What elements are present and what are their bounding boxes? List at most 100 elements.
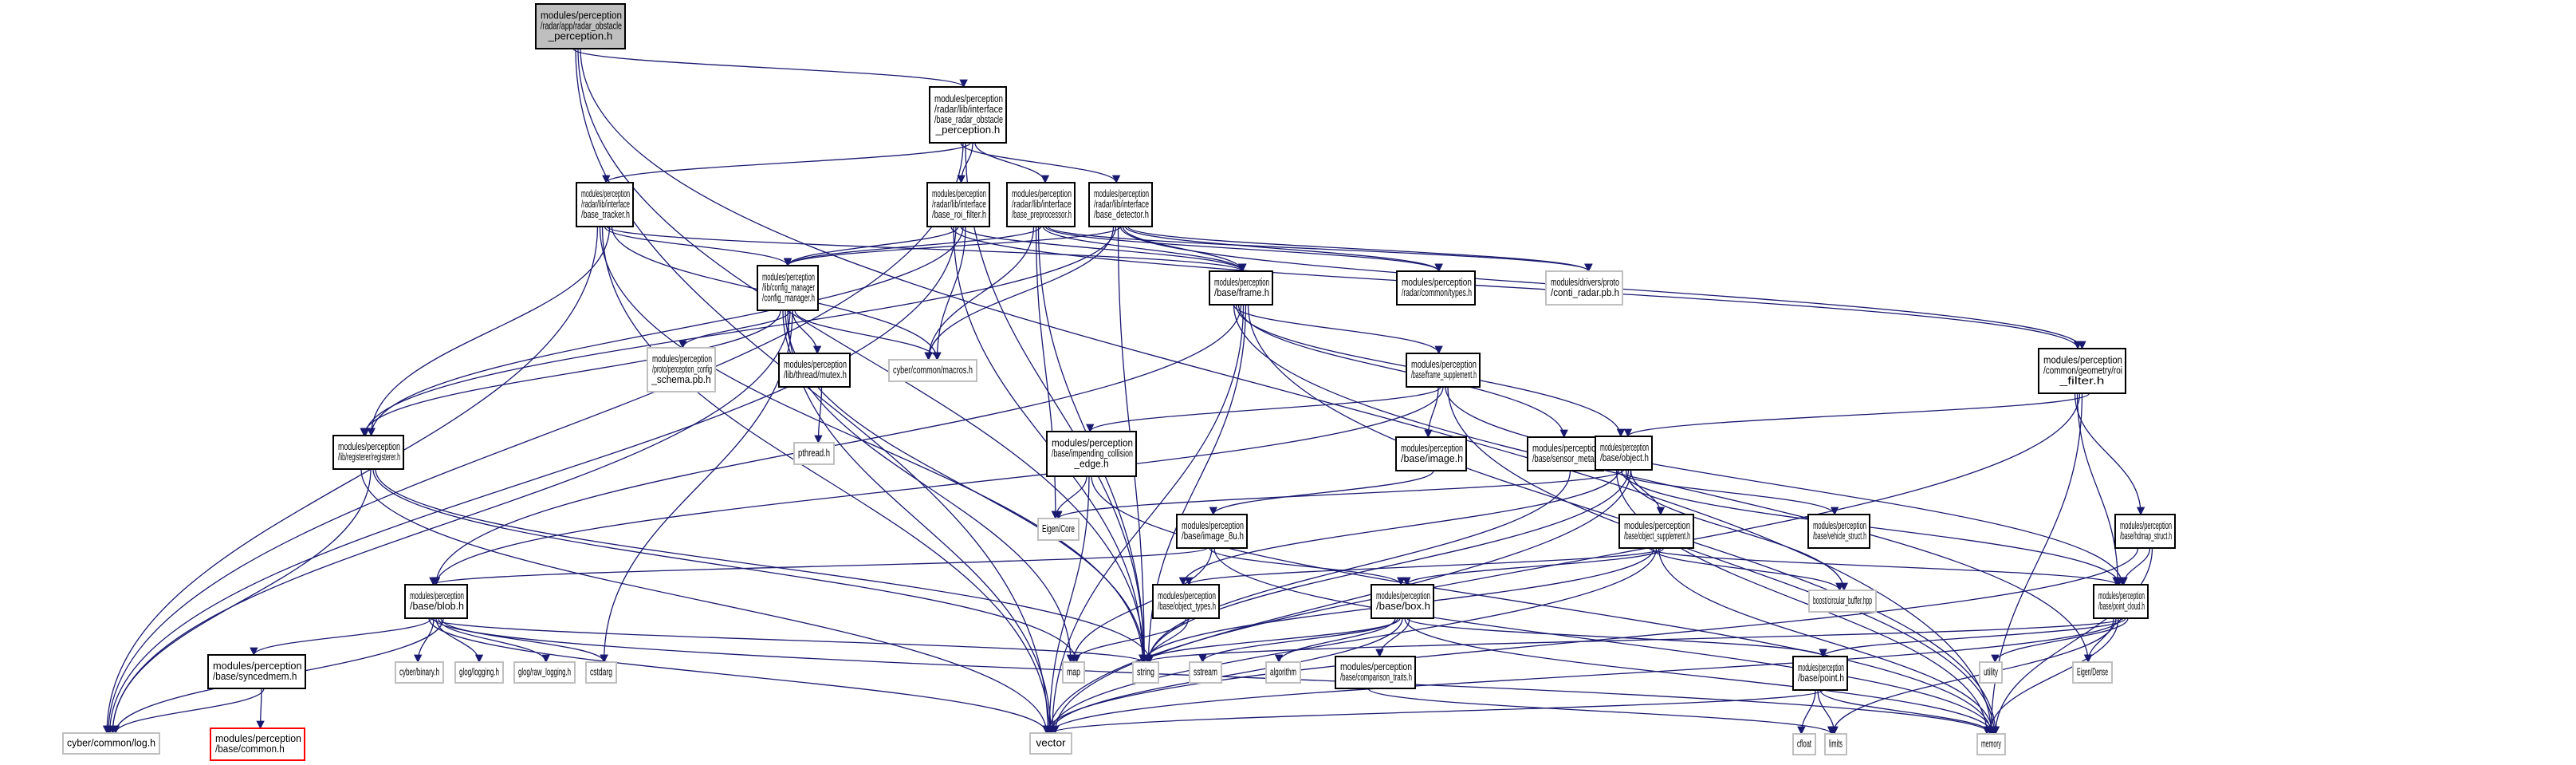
node-box[interactable] <box>395 661 444 684</box>
node-box[interactable] <box>2038 348 2126 394</box>
node-base-radar-obstacle-perception[interactable]: modules/perception/radar/lib/interface/b… <box>929 86 1007 144</box>
node-box[interactable] <box>1545 270 1623 306</box>
node-conti-radar[interactable]: modules/drivers/proto/conti_radar.pb.h <box>1545 270 1623 306</box>
node-sensor-meta[interactable]: modules/perception/base/sensor_meta.h <box>1527 436 1604 471</box>
node-box[interactable] <box>757 265 819 311</box>
node-box[interactable] <box>2093 584 2149 619</box>
node-macros[interactable]: cyber/common/macros.h <box>888 359 977 382</box>
node-blob[interactable]: modules/perception/base/blob.h <box>404 584 468 619</box>
node-roi-filter[interactable]: modules/perception/common/geometry/roi_f… <box>2038 348 2126 394</box>
node-box[interactable]: modules/perception/base/box.h <box>1371 584 1434 619</box>
node-box[interactable] <box>1371 584 1434 619</box>
node-hdmap-struct[interactable]: modules/perception/base/hdmap_struct.h <box>2114 514 2176 549</box>
node-box[interactable] <box>888 359 977 382</box>
node-object[interactable]: modules/perception/base/object.h <box>1595 436 1653 471</box>
node-glog-raw-logging[interactable]: glog/raw_logging.h <box>513 661 576 684</box>
node-box[interactable] <box>1062 661 1085 684</box>
node-box[interactable] <box>1807 514 1870 549</box>
node-box[interactable] <box>535 3 626 49</box>
node-box[interactable] <box>1046 431 1137 477</box>
node-box[interactable] <box>1006 182 1076 227</box>
node-frame[interactable]: modules/perception/base/frame.h <box>1209 270 1273 306</box>
node-box[interactable] <box>1527 436 1604 471</box>
node-box[interactable] <box>1189 661 1222 684</box>
node-box[interactable] <box>1808 590 1877 613</box>
node-eigen-core[interactable]: Eigen/Core <box>1037 518 1080 541</box>
node-box[interactable] <box>1976 733 2006 755</box>
node-eigen-dense[interactable]: Eigen/Dense <box>2072 661 2113 684</box>
node-box[interactable] <box>2072 661 2113 684</box>
node-box[interactable] <box>454 661 504 684</box>
node-memory[interactable]: memory <box>1976 733 2006 755</box>
node-perception-config-schema[interactable]: modules/perception/proto/perception_conf… <box>647 347 716 392</box>
node-base-tracker[interactable]: modules/perception/radar/lib/interface/b… <box>576 182 634 227</box>
node-box[interactable] <box>1618 514 1694 549</box>
node-cyber-binary[interactable]: cyber/binary.h <box>395 661 444 684</box>
node-root[interactable]: modules/perception/radar/app/radar_obsta… <box>535 3 626 49</box>
node-box[interactable] <box>1792 733 1816 755</box>
node-point[interactable]: modules/perception/base/point.h <box>1792 656 1848 691</box>
node-box[interactable] <box>1395 436 1467 471</box>
node-box[interactable] <box>2114 514 2176 549</box>
node-box[interactable] <box>332 435 404 470</box>
node-cstdarg[interactable]: cstdarg <box>585 661 617 684</box>
node-box[interactable] <box>1824 733 1847 755</box>
node-box[interactable] <box>929 86 1007 144</box>
node-string[interactable]: string <box>1132 661 1159 684</box>
node-comparison-traits[interactable]: modules/perception/base/comparison_trait… <box>1335 656 1416 689</box>
node-mutex[interactable]: modules/perception/lib/thread/mutex.h <box>778 353 851 388</box>
node-base-preprocessor[interactable]: modules/perception/radar/lib/interface/b… <box>1006 182 1076 227</box>
node-box[interactable] <box>1088 182 1153 227</box>
node-map[interactable]: map <box>1062 661 1085 684</box>
node-frame-supplement[interactable]: modules/perception/base/frame_supplement… <box>1406 353 1481 388</box>
node-pthread[interactable]: pthread.h <box>793 442 835 465</box>
node-box[interactable] <box>1396 270 1476 306</box>
node-box[interactable] <box>778 353 851 388</box>
node-vector[interactable]: vector <box>1029 732 1072 755</box>
node-cfloat[interactable]: cfloat <box>1792 733 1816 755</box>
node-box[interactable] <box>513 661 576 684</box>
node-box[interactable] <box>585 661 617 684</box>
node-box[interactable] <box>1037 518 1080 541</box>
node-box[interactable] <box>1176 514 1248 549</box>
node-algorithm[interactable]: algorithm <box>1265 661 1301 684</box>
node-box[interactable] <box>404 584 468 619</box>
node-vehicle-struct[interactable]: modules/perception/base/vehicle_struct.h <box>1807 514 1870 549</box>
node-syncedmem[interactable]: modules/perception/base/syncedmem.h <box>207 654 306 689</box>
node-base-roi-filter[interactable]: modules/perception/radar/lib/interface/b… <box>926 182 990 227</box>
node-image-8u[interactable]: modules/perception/base/image_8u.h <box>1176 514 1248 549</box>
node-point-cloud[interactable]: modules/perception/base/point_cloud.h <box>2093 584 2149 619</box>
node-box[interactable] <box>62 732 160 755</box>
node-box[interactable] <box>1209 270 1273 306</box>
node-box[interactable] <box>647 347 716 392</box>
node-box[interactable] <box>210 728 305 761</box>
node-image[interactable]: modules/perception/base/image.h <box>1395 436 1467 471</box>
node-box[interactable] <box>576 182 634 227</box>
node-glog-logging[interactable]: glog/logging.h <box>454 661 504 684</box>
node-log[interactable]: cyber/common/log.h <box>62 732 160 755</box>
node-object-supplement[interactable]: modules/perception/base/object_supplemen… <box>1618 514 1694 549</box>
node-box[interactable] <box>1595 436 1653 471</box>
node-object-types[interactable]: modules/perception/base/object_types.h <box>1152 584 1220 619</box>
node-box[interactable] <box>1132 661 1159 684</box>
node-impending-collision-edge[interactable]: modules/perception/base/impending_collis… <box>1046 431 1137 477</box>
node-box[interactable] <box>1335 656 1416 689</box>
node-registerer[interactable]: modules/perception/lib/registerer/regist… <box>332 435 404 470</box>
node-limits[interactable]: limits <box>1824 733 1847 755</box>
node-box[interactable] <box>793 442 835 465</box>
node-radar-types[interactable]: modules/perception/radar/common/types.h <box>1396 270 1476 306</box>
node-box[interactable] <box>1029 732 1072 755</box>
node-common[interactable]: modules/perception/base/common.h <box>210 728 305 761</box>
node-config-manager[interactable]: modules/perception/lib/config_manager/co… <box>757 265 819 311</box>
node-utility[interactable]: utility <box>1979 661 2003 684</box>
node-box[interactable] <box>1979 661 2003 684</box>
node-box[interactable] <box>1152 584 1220 619</box>
node-box[interactable] <box>1792 656 1848 691</box>
node-base-detector[interactable]: modules/perception/radar/lib/interface/b… <box>1088 182 1153 227</box>
node-circular-buffer[interactable]: boost/circular_buffer.hpp <box>1808 590 1877 613</box>
node-box[interactable] <box>1265 661 1301 684</box>
node-box[interactable] <box>926 182 990 227</box>
node-box[interactable] <box>207 654 306 689</box>
node-sstream[interactable]: sstream <box>1189 661 1222 684</box>
node-box[interactable] <box>1406 353 1481 388</box>
